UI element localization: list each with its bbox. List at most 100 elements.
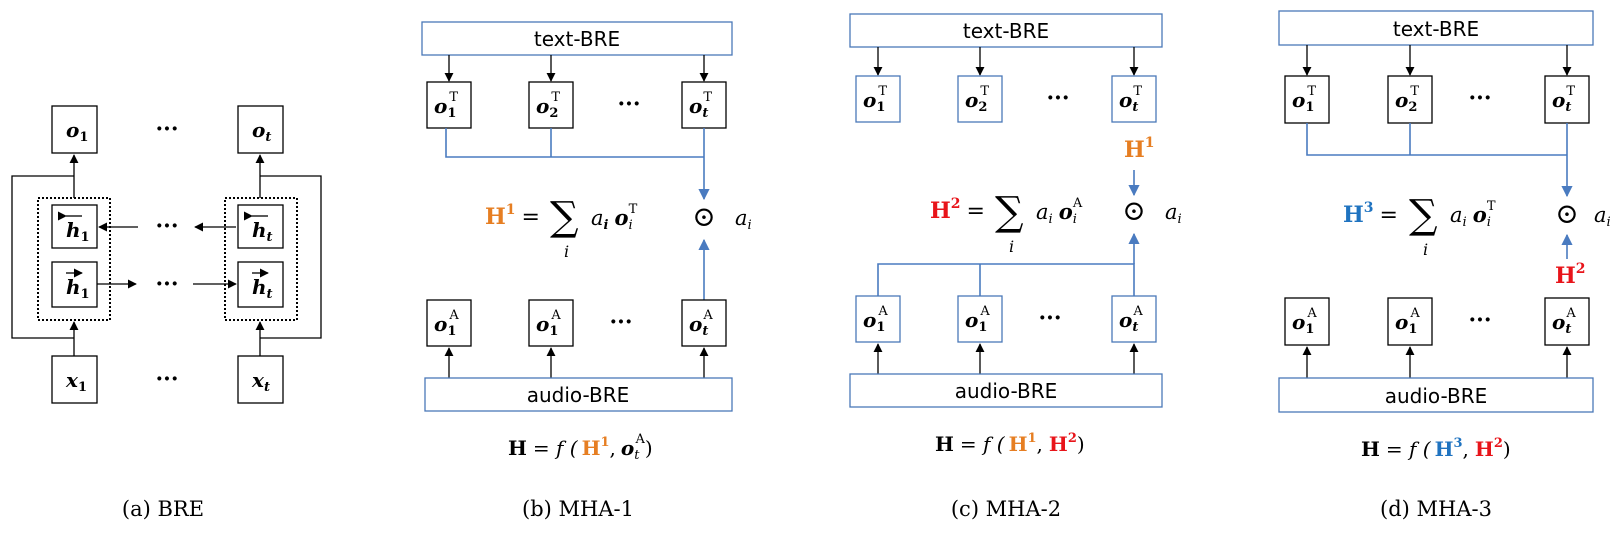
o1-box <box>51 105 98 154</box>
eq-lhs: H3= <box>1343 200 1398 228</box>
oat-box <box>1111 295 1157 343</box>
ott-label: otT <box>689 90 712 121</box>
sum-subscript: i <box>564 242 569 261</box>
h2-input-label: H2 <box>1555 261 1586 289</box>
ot-box <box>237 105 284 154</box>
ht-backward-label: ht <box>252 218 273 245</box>
odot-operator: ⊙ <box>692 200 715 233</box>
text-bre-block <box>1278 10 1594 46</box>
h1-input-label: H1 <box>1124 135 1155 163</box>
h1-backward-label: h1 <box>66 218 90 245</box>
sum-symbol: ∑ <box>995 189 1024 235</box>
ott-box <box>681 81 727 129</box>
ellipsis-text: ··· <box>1469 85 1492 111</box>
oa2-box <box>957 295 1003 343</box>
caption-a: (a) BRE <box>122 497 204 521</box>
odot-operator: ⊙ <box>1122 194 1145 227</box>
ot2-label: o2T <box>536 90 560 121</box>
oa2-label: o1A <box>536 308 561 339</box>
text-bre-block <box>421 21 733 56</box>
ht-forward-label: ht <box>252 275 273 302</box>
audio-bre-label: audio-BRE <box>527 383 630 407</box>
audio-bre-block <box>849 373 1163 408</box>
caption-b: (b) MHA-1 <box>522 497 634 521</box>
text-bre-label: text-BRE <box>963 19 1049 43</box>
ellipsis-text: ··· <box>618 91 641 117</box>
loop-left-frame <box>11 175 74 339</box>
audio-bre-block <box>1278 377 1594 413</box>
ellipsis-hf: ··· <box>156 271 179 297</box>
ot2-box <box>957 75 1003 123</box>
odot-operator: ⊙ <box>1555 197 1578 230</box>
h1-forward-label: h1 <box>66 275 90 302</box>
oa2-label: o1A <box>1395 306 1420 337</box>
oa2-label: o1A <box>965 304 990 335</box>
x1-box <box>51 355 98 404</box>
sum-symbol: ∑ <box>1409 192 1438 238</box>
ellipsis-audio: ··· <box>1039 305 1062 331</box>
eq-lhs: H1= <box>485 202 540 230</box>
oat-box <box>1544 297 1590 346</box>
dotted-group-t <box>224 197 298 321</box>
text-bre-label: text-BRE <box>534 27 620 51</box>
ott-box <box>1544 75 1590 124</box>
ellipsis-audio: ··· <box>1469 307 1492 333</box>
eq-lhs: H2= <box>930 196 985 224</box>
caption-d: (d) MHA-3 <box>1380 497 1492 521</box>
ot-label: ot <box>252 118 271 145</box>
text-sum-line <box>1306 123 1567 156</box>
oa1-label: o1A <box>863 304 888 335</box>
oat-label: otA <box>689 308 713 339</box>
audio-bre-label: audio-BRE <box>955 379 1058 403</box>
ellipsis-o: ··· <box>156 116 179 142</box>
ot1-box <box>426 81 472 129</box>
oat-box <box>681 299 727 347</box>
attention-weight: ai <box>1594 203 1611 230</box>
ot1-label: o1T <box>434 90 458 121</box>
audio-bre-label: audio-BRE <box>1385 384 1488 408</box>
oa1-box <box>426 299 472 347</box>
text-sum-line <box>445 128 704 158</box>
ot2-label: o2T <box>965 84 989 115</box>
oa2-box <box>1387 297 1433 346</box>
h1-backward-box <box>51 204 98 249</box>
ot2-box <box>528 81 574 129</box>
ellipsis-hb: ··· <box>156 213 179 239</box>
oa2-box <box>528 299 574 347</box>
sum-subscript: i <box>1009 237 1014 256</box>
oa1-box <box>855 295 901 343</box>
oa1-label: o1A <box>434 308 459 339</box>
sum-subscript: i <box>1423 240 1428 259</box>
ott-box <box>1111 75 1157 123</box>
audio-bre-block <box>424 377 733 412</box>
fusion-formula: H= f (H1,H2) <box>935 431 1085 456</box>
ott-label: otT <box>1552 84 1575 115</box>
oa1-box <box>1284 297 1330 346</box>
xt-label: xt <box>251 368 270 395</box>
panel-a-bre: o1 ot h1 ht h1 ht x1 xt ··· ··· ··· ··· … <box>11 105 322 521</box>
text-bre-block <box>849 13 1163 48</box>
ot1-label: o1T <box>1292 84 1316 115</box>
loop-right-frame <box>260 175 322 339</box>
caption-c: (c) MHA-2 <box>951 497 1061 521</box>
audio-sum-line <box>877 263 1135 296</box>
ott-label: otT <box>1119 84 1142 115</box>
ellipsis-audio: ··· <box>610 309 633 335</box>
oat-label: otA <box>1119 304 1143 335</box>
ellipsis-text: ··· <box>1047 85 1070 111</box>
x1-label: x1 <box>65 368 87 395</box>
ot2-label: o2T <box>1395 84 1419 115</box>
text-bre-label: text-BRE <box>1393 17 1479 41</box>
attention-weight: ai <box>1165 200 1182 227</box>
oat-label: otA <box>1552 306 1576 337</box>
o1-label: o1 <box>66 118 88 145</box>
xt-box <box>237 355 284 404</box>
ot1-label: o1T <box>863 84 887 115</box>
